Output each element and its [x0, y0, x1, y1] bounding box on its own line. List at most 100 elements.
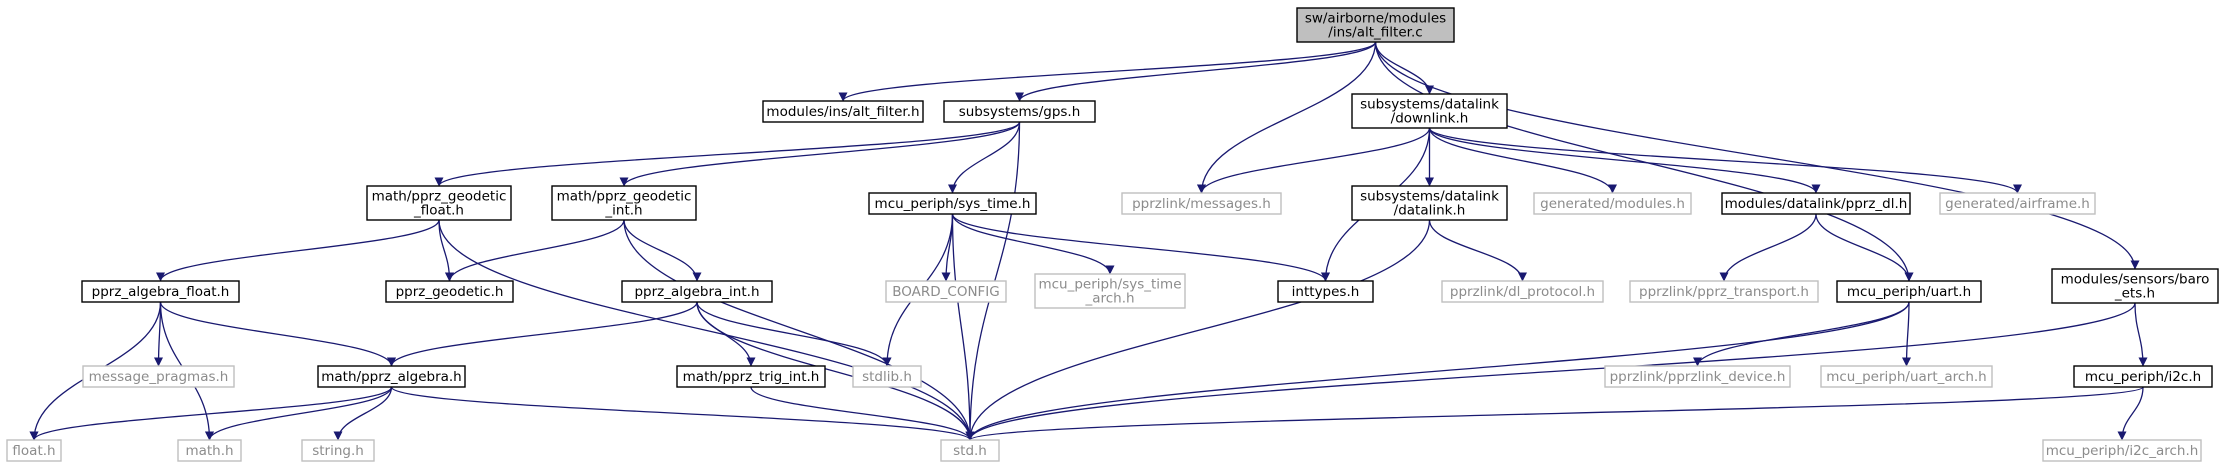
node-uart_h[interactable]: mcu_periph/uart.h [1836, 280, 1982, 303]
node-label: pprzlink/messages.h [1132, 196, 1271, 212]
node-label: subsystems/datalink [1360, 189, 1499, 205]
node-pprz_geodetic_h[interactable]: pprz_geodetic.h [385, 280, 514, 303]
node-sys_time_arch_h: mcu_periph/sys_time_arch.h [1034, 273, 1186, 309]
node-stdlib_h: stdlib.h [852, 365, 922, 388]
node-label: message_pragmas.h [89, 369, 229, 385]
edge-pprz_dl_h-to-pprz_transport_h [1719, 213, 1817, 282]
node-label: math/pprz_algebra.h [321, 369, 461, 385]
edge-layer [29, 41, 2148, 441]
node-pprz_transport_h: pprzlink/pprz_transport.h [1629, 280, 1819, 303]
node-box [2051, 268, 2219, 304]
node-label: mcu_periph/uart.h [1847, 284, 1971, 300]
edge-gps_h-to-sys_time_h [948, 121, 1021, 194]
node-label: subsystems/gps.h [959, 104, 1081, 120]
node-algebra_int_h[interactable]: pprz_algebra_int.h [621, 280, 773, 303]
edge-algebra_float_h-to-pprz_algebra_h [159, 301, 396, 367]
node-box [885, 280, 1007, 303]
edge-uart_h-to-std_h [965, 301, 1910, 441]
node-box [366, 185, 512, 221]
node-label: pprz_algebra_float.h [92, 284, 230, 300]
node-sys_time_h[interactable]: mcu_periph/sys_time.h [868, 192, 1037, 215]
node-i2c_h[interactable]: mcu_periph/i2c.h [2073, 365, 2213, 388]
edge-sys_time_h-to-inttypes_h [951, 213, 1330, 282]
node-label: /downlink.h [1391, 111, 1469, 127]
node-pprz_algebra_h[interactable]: math/pprz_algebra.h [317, 365, 466, 388]
node-label: generated/modules.h [1540, 196, 1685, 212]
node-label: _ets.h [2114, 286, 2155, 302]
node-box [621, 280, 773, 303]
node-box [940, 439, 1000, 462]
node-label: /datalink.h [1394, 203, 1466, 219]
node-label: BOARD_CONFIG [892, 284, 1000, 300]
node-board_config: BOARD_CONFIG [885, 280, 1007, 303]
edge-alt_filter_c-to-messages_h [1197, 41, 1377, 194]
node-box [1721, 192, 1911, 215]
node-string_h: string.h [301, 439, 375, 462]
node-label: inttypes.h [1292, 284, 1360, 300]
node-label: modules/datalink/pprz_dl.h [1725, 196, 1908, 212]
edge-algebra_int_h-to-std_h [696, 301, 975, 441]
node-label: mcu_periph/i2c.h [2085, 369, 2201, 385]
node-geodetic_float_h[interactable]: math/pprz_geodetic_float.h [366, 185, 512, 221]
node-gps_h[interactable]: subsystems/gps.h [943, 100, 1096, 123]
node-box [676, 365, 826, 388]
node-geodetic_int_h[interactable]: math/pprz_geodetic_int.h [551, 185, 697, 221]
node-label: /ins/alt_filter.c [1328, 25, 1422, 41]
node-label: _int.h [604, 203, 642, 219]
node-message_pragmas_h: message_pragmas.h [82, 365, 235, 388]
node-layer: sw/airborne/modules/ins/alt_filter.cmodu… [6, 7, 2219, 462]
node-trig_int_h[interactable]: math/pprz_trig_int.h [676, 365, 826, 388]
node-box [1629, 280, 1819, 303]
node-baro_ets_h[interactable]: modules/sensors/baro_ets.h [2051, 268, 2219, 304]
node-label: pprzlink/dl_protocol.h [1450, 284, 1595, 300]
node-alt_filter_c[interactable]: sw/airborne/modules/ins/alt_filter.c [1296, 7, 1455, 43]
edge-pprz_algebra_h-to-string_h [333, 386, 393, 441]
node-box [1441, 280, 1604, 303]
node-uart_arch_h: mcu_periph/uart_arch.h [1820, 365, 1993, 388]
node-box [868, 192, 1037, 215]
node-gen_modules_h: generated/modules.h [1533, 192, 1692, 215]
edge-alt_filter_c-to-alt_filter_h [838, 41, 1377, 102]
node-label: sw/airborne/modules [1305, 11, 1446, 27]
edge-pprz_algebra_h-to-float_h [29, 386, 393, 441]
node-box [301, 439, 375, 462]
edge-downlink_h-to-gen_modules_h [1428, 127, 1617, 194]
node-label: math.h [185, 443, 233, 459]
edge-geodetic_float_h-to-std_h [438, 219, 975, 441]
node-downlink_h[interactable]: subsystems/datalink/downlink.h [1351, 93, 1508, 129]
edge-pprz_algebra_h-to-std_h [390, 386, 975, 441]
node-label: generated/airframe.h [1945, 196, 2090, 212]
edge-pprz_algebra_h-to-math_h [205, 386, 393, 441]
edge-sys_time_h-to-sys_time_arch_h [951, 213, 1115, 275]
node-messages_h: pprzlink/messages.h [1121, 192, 1282, 215]
edge-alt_filter_c-to-uart_h [1374, 41, 1914, 282]
edge-trig_int_h-to-std_h [750, 386, 975, 441]
edge-gps_h-to-geodetic_int_h [619, 121, 1021, 187]
node-pprzlink_device_h: pprzlink/pprzlink_device.h [1604, 365, 1791, 388]
edge-geodetic_int_h-to-pprz_geodetic_h [445, 219, 625, 282]
node-label: pprzlink/pprzlink_device.h [1610, 369, 1786, 385]
node-label: math/pprz_geodetic [557, 189, 692, 205]
node-algebra_float_h[interactable]: pprz_algebra_float.h [81, 280, 240, 303]
node-pprz_dl_h[interactable]: modules/datalink/pprz_dl.h [1721, 192, 1911, 215]
node-label: modules/ins/alt_filter.h [766, 104, 919, 120]
node-label: stdlib.h [862, 369, 912, 385]
node-box [1351, 185, 1508, 221]
node-box [177, 439, 242, 462]
node-label: modules/sensors/baro [2061, 272, 2210, 288]
node-label: float.h [12, 443, 55, 459]
node-label: string.h [312, 443, 364, 459]
node-label: _arch.h [1084, 291, 1134, 307]
node-label: pprz_algebra_int.h [634, 284, 759, 300]
node-box [1820, 365, 1993, 388]
node-box [762, 100, 924, 123]
node-alt_filter_h[interactable]: modules/ins/alt_filter.h [762, 100, 924, 123]
edge-pprz_dl_h-to-uart_h [1815, 213, 1914, 282]
node-i2c_arch_h: mcu_periph/i2c_arch.h [2042, 439, 2202, 462]
node-datalink_h[interactable]: subsystems/datalink/datalink.h [1351, 185, 1508, 221]
node-box [1277, 280, 1374, 303]
node-inttypes_h[interactable]: inttypes.h [1277, 280, 1374, 303]
node-label: _float.h [413, 203, 464, 219]
node-label: subsystems/datalink [1360, 97, 1499, 113]
node-box [1604, 365, 1791, 388]
